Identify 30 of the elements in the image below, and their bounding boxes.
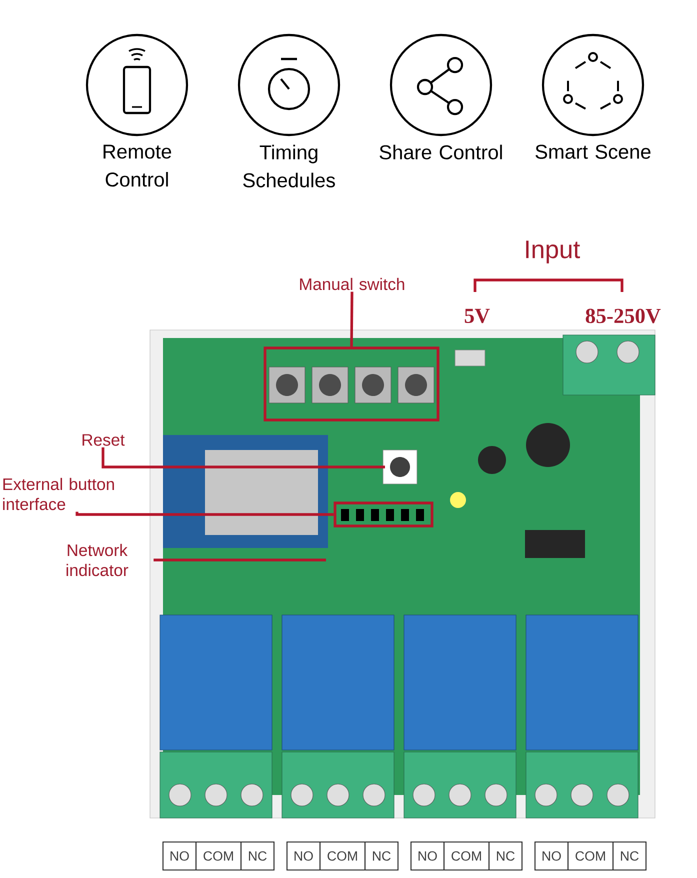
- terminal-cell: COM: [567, 841, 614, 871]
- terminal-cell: NO: [162, 841, 197, 871]
- node-label: Smart Scene: [536, 144, 650, 159]
- callout-label: External button interface: [3, 478, 114, 510]
- callout-label: Network indicator: [66, 544, 128, 576]
- node-label: Share Control: [380, 144, 502, 160]
- terminal-cell: NC: [488, 841, 523, 871]
- leader-line: [102, 447, 385, 468]
- highlight-box: [334, 502, 434, 528]
- leader-line: [154, 558, 326, 562]
- terminal-cell: NO: [286, 841, 321, 871]
- voltage-label: 85-250V: [586, 308, 661, 324]
- leader-line: [350, 292, 354, 347]
- terminal-cell: NC: [240, 841, 275, 871]
- voltage-label: 5V: [464, 308, 490, 324]
- terminal-cell: COM: [319, 841, 366, 871]
- terminal-cell: NO: [410, 841, 445, 871]
- highlight-box: [264, 346, 440, 422]
- terminal-cell: NC: [364, 841, 399, 871]
- node-label: Timing Schedules: [243, 144, 335, 188]
- terminal-cell: COM: [443, 841, 490, 871]
- node-label: Remote Control: [104, 144, 172, 187]
- callout-label: Manual switch: [300, 278, 404, 290]
- terminal-cell: NC: [612, 841, 647, 871]
- relay-board-drawing: [150, 330, 656, 818]
- terminal-cell: NO: [534, 841, 569, 871]
- terminal-cell: COM: [195, 841, 242, 871]
- heading-label: Input: [526, 240, 580, 264]
- leader-line: [76, 512, 334, 516]
- callout-label: Reset: [82, 434, 125, 446]
